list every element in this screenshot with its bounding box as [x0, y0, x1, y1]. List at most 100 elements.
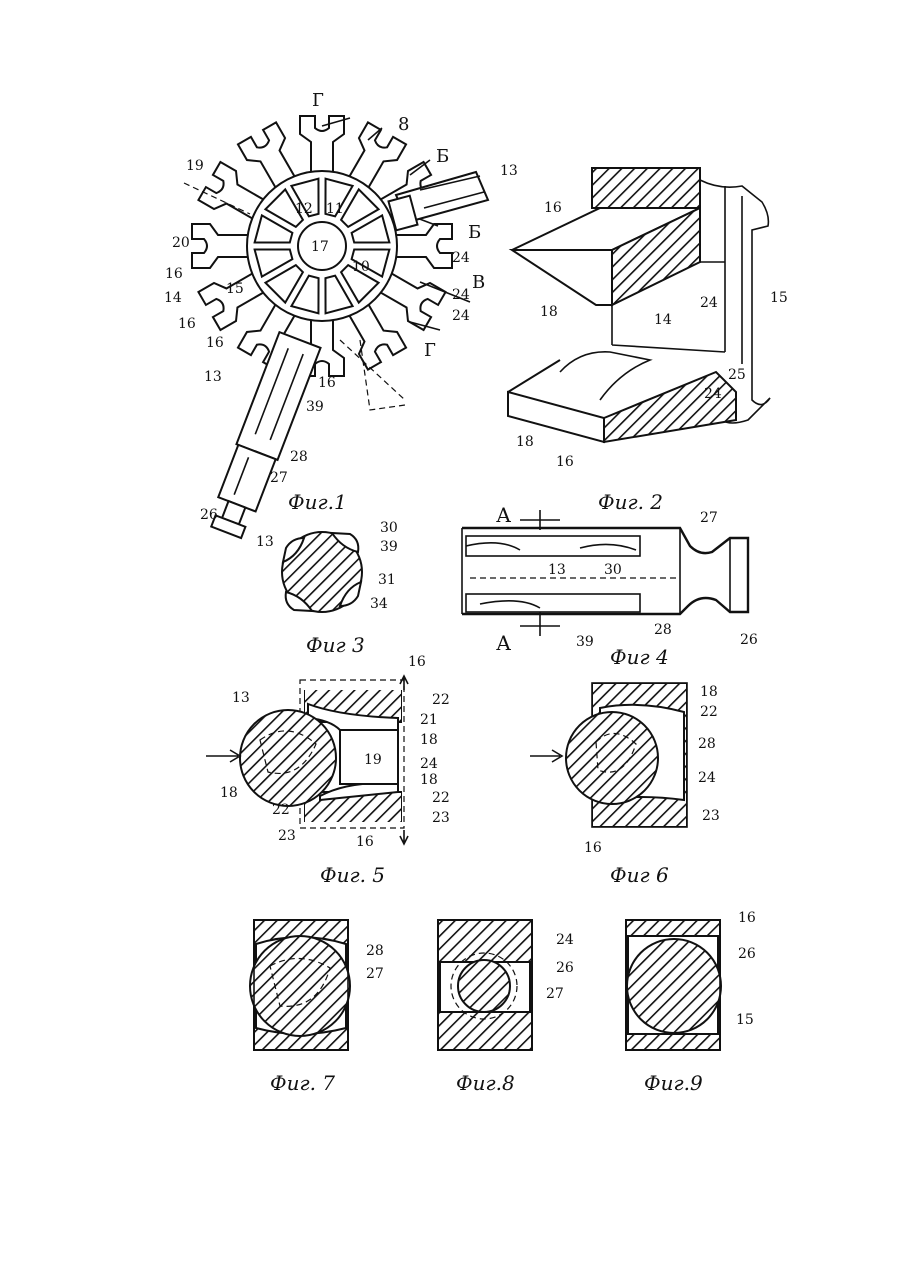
- fig6-caption: Фиг 6: [610, 863, 669, 887]
- fig1-label-B-mid: Б: [468, 222, 481, 243]
- fig4-label-39: 39: [576, 634, 594, 650]
- fig2-label-15: 15: [770, 290, 788, 306]
- fig1-label-11: 11: [326, 201, 344, 217]
- fig6-label-22: 22: [700, 704, 718, 720]
- fig1-label-14: 14: [164, 290, 182, 306]
- fig3-label-31: 31: [378, 572, 396, 588]
- figure-4: А 27 13 30 26 28 39 А Фиг 4: [462, 503, 758, 669]
- figure-6: 18 22 28 24 23 16 Фиг 6: [530, 683, 720, 887]
- fig2-label-14: 14: [654, 312, 672, 328]
- fig1-label-24-c: 24: [452, 308, 470, 324]
- fig1-label-26: 26: [200, 507, 218, 523]
- fig3-label-34: 34: [370, 596, 388, 612]
- fig4-lower-flute: [466, 594, 640, 612]
- fig4-label-28: 28: [654, 622, 672, 638]
- fig5-label-18-c: 18: [420, 772, 438, 788]
- fig1-label-16-d: 16: [318, 375, 336, 391]
- fig1-label-19: 19: [186, 158, 204, 174]
- fig3-label-13: 13: [256, 534, 274, 550]
- fig8-label-26: 26: [556, 960, 574, 976]
- fig1-label-V: В: [472, 272, 485, 293]
- fig5-caption: Фиг. 5: [320, 863, 385, 887]
- fig9-caption: Фиг.9: [644, 1071, 703, 1095]
- fig1-label-28: 28: [290, 449, 308, 465]
- fig2-label-16-top: 16: [544, 200, 562, 216]
- fig2-label-18-top: 18: [540, 304, 558, 320]
- fig6-label-24: 24: [698, 770, 716, 786]
- fig5-label-22-a: 22: [432, 692, 450, 708]
- fig5-label-21: 21: [420, 712, 438, 728]
- fig3-caption: Фиг 3: [306, 633, 365, 657]
- fig4-label-27: 27: [700, 510, 718, 526]
- fig4-caption: Фиг 4: [610, 645, 669, 669]
- fig8-shank-section: [458, 960, 510, 1012]
- fig8-label-24: 24: [556, 932, 574, 948]
- fig6-label-23: 23: [702, 808, 720, 824]
- fig1-label-8: 8: [398, 114, 409, 135]
- fig1-label-12: 12: [295, 201, 313, 217]
- fig6-label-28: 28: [698, 736, 716, 752]
- fig2-label-24-bottom: 24: [704, 386, 722, 402]
- fig4-label-30: 30: [604, 562, 622, 578]
- fig1-label-16-b: 16: [178, 316, 196, 332]
- fig1-label-13: 13: [204, 369, 222, 385]
- fig4-label-A-top: А: [496, 503, 511, 527]
- fig2-label-24-top: 24: [700, 295, 718, 311]
- fig2-lower-jaw-side: [604, 372, 736, 442]
- fig9-label-15: 15: [736, 1012, 754, 1028]
- fig1-label-16-a: 16: [165, 266, 183, 282]
- fig2-lower-jaw-top: [508, 360, 560, 392]
- fig1-label-G-top: Г: [312, 90, 324, 111]
- figure-2: 16 24 15 18 14 25 24 18 16 Фиг. 2: [508, 168, 788, 514]
- fig5-label-19: 19: [364, 752, 382, 768]
- fig5-label-23-b: 23: [432, 810, 450, 826]
- figure-5: 16 13 22 21 18 19 24 18 18 22 22 23 23 1…: [206, 654, 450, 887]
- fig8-label-27: 27: [546, 986, 564, 1002]
- fig2-upper-jaw-front: [512, 250, 612, 305]
- fig1-label-G-bottom: Г: [424, 340, 436, 361]
- fig2-label-18-bottom: 18: [516, 434, 534, 450]
- fig4-upper-flute: [466, 536, 640, 556]
- fig2-label-16-bottom: 16: [556, 454, 574, 470]
- fig1-label-15: 15: [226, 281, 244, 297]
- figure-8: 24 26 27 Фиг.8: [438, 920, 574, 1095]
- fig9-head-section: [627, 939, 721, 1033]
- fig6-label-18: 18: [700, 684, 718, 700]
- fig2-top-hatched-block: [592, 168, 700, 208]
- fig8-caption: Фиг.8: [456, 1071, 515, 1095]
- fig5-label-22-b: 22: [272, 802, 290, 818]
- fig9-label-26: 26: [738, 946, 756, 962]
- fig6-cutter-section: [566, 712, 658, 804]
- figure-9: 16 26 15 Фиг.9: [626, 910, 756, 1095]
- fig1-caption: Фиг.1: [288, 490, 347, 514]
- fig1-label-17: 17: [311, 239, 329, 255]
- fig4-label-A-bottom: А: [496, 631, 511, 655]
- fig2-caption: Фиг. 2: [598, 490, 663, 514]
- fig2-label-25: 25: [728, 367, 746, 383]
- fig6-label-16: 16: [584, 840, 602, 856]
- fig1-label-13-right: 13: [500, 163, 518, 179]
- fig7-caption: Фиг. 7: [270, 1071, 335, 1095]
- fig4-label-13: 13: [548, 562, 566, 578]
- fig4-label-26: 26: [740, 632, 758, 648]
- fig5-label-16-bottom: 16: [356, 834, 374, 850]
- fig5-cutter-section: [240, 710, 336, 806]
- fig5-label-24: 24: [420, 756, 438, 772]
- fig3-label-39: 39: [380, 539, 398, 555]
- fig1-label-20: 20: [172, 235, 190, 251]
- fig7-label-28: 28: [366, 943, 384, 959]
- figure-1: Г 8 Б 13 19 12 11 17 10 20 16 14 15 24 Б…: [164, 90, 518, 538]
- fig1-label-24-a: 24: [452, 250, 470, 266]
- fig7-label-27: 27: [366, 966, 384, 982]
- fig3-label-30: 30: [380, 520, 398, 536]
- fig5-label-18-a: 18: [420, 732, 438, 748]
- fig1-label-39: 39: [306, 399, 324, 415]
- fig1-label-24-b: 24: [452, 287, 470, 303]
- fig1-label-16-c: 16: [206, 335, 224, 351]
- fig7-cutter-section: [250, 936, 350, 1036]
- fig1-label-27: 27: [270, 470, 288, 486]
- fig1-label-B-top: Б: [436, 146, 449, 167]
- fig5-label-18-b: 18: [220, 785, 238, 801]
- fig5-label-22-c: 22: [432, 790, 450, 806]
- fig9-label-16: 16: [738, 910, 756, 926]
